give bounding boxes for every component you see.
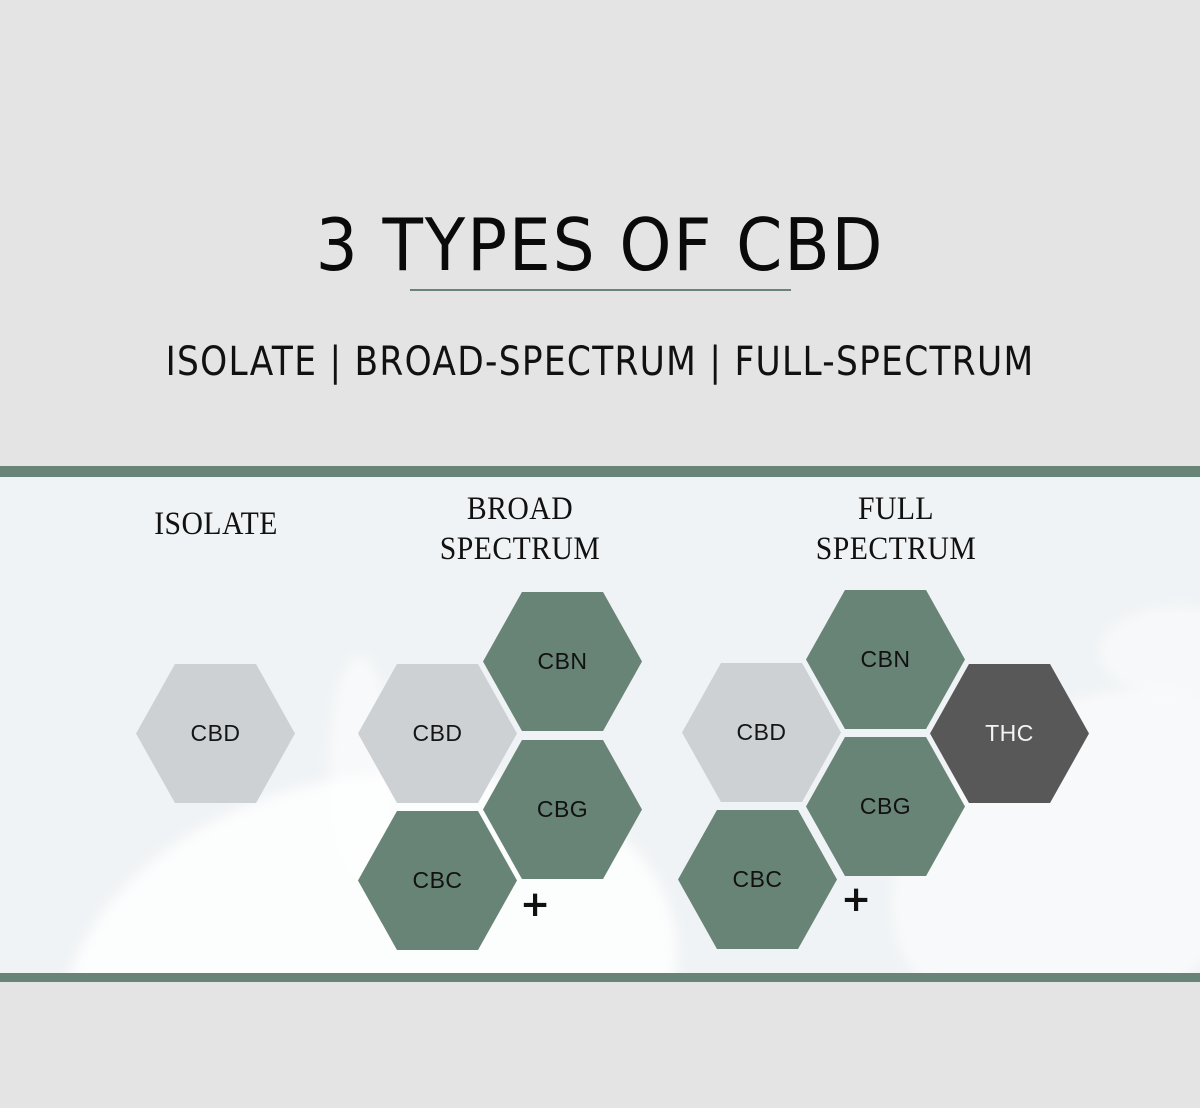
heading-line: SPECTRUM	[439, 531, 601, 567]
panel-top-border	[0, 466, 1200, 477]
plus-icon: +	[520, 884, 551, 925]
background-watermark	[1100, 607, 1200, 697]
hex-label: CBN	[537, 648, 588, 674]
hex-full-thc: THC	[930, 664, 1089, 803]
hex-broad-cbn: CBN	[483, 592, 642, 731]
full-spectrum-heading: FULL SPECTRUM	[797, 489, 995, 569]
title-divider	[410, 289, 791, 291]
hex-full-cbd: CBD	[682, 663, 841, 802]
hex-full-cbg: CBG	[806, 737, 965, 876]
hex-label: CBG	[536, 796, 589, 822]
heading-line: SPECTRUM	[815, 531, 977, 567]
heading-line: BROAD	[466, 491, 574, 527]
broad-spectrum-heading: BROAD SPECTRUM	[421, 489, 619, 569]
hex-label: CBD	[412, 720, 463, 746]
plus-icon: +	[841, 879, 872, 920]
hex-broad-cbc: CBC	[358, 811, 517, 950]
isolate-heading: ISOLATE	[126, 504, 306, 544]
hex-label: CBD	[190, 720, 241, 746]
page-title: 3 TYPES OF CBD	[315, 203, 885, 288]
hex-label: CBC	[412, 867, 463, 893]
heading-line: FULL	[857, 491, 935, 527]
heading-line: ISOLATE	[154, 506, 278, 542]
hex-broad-cbg: CBG	[483, 740, 642, 879]
panel-bottom-border	[0, 973, 1200, 982]
hex-isolate-cbd: CBD	[136, 664, 295, 803]
hex-full-cbc: CBC	[678, 810, 837, 949]
page-subtitle: ISOLATE | BROAD-SPECTRUM | FULL-SPECTRUM	[165, 339, 1035, 385]
cbd-types-panel: ISOLATE BROAD SPECTRUM FULL SPECTRUM CBD…	[0, 477, 1200, 973]
hex-label: CBN	[860, 646, 911, 672]
hex-label: CBC	[732, 866, 783, 892]
hex-label: THC	[985, 720, 1034, 746]
hex-label: CBG	[859, 793, 912, 819]
hex-label: CBD	[736, 719, 787, 745]
hex-full-cbn: CBN	[806, 590, 965, 729]
hex-broad-cbd: CBD	[358, 664, 517, 803]
